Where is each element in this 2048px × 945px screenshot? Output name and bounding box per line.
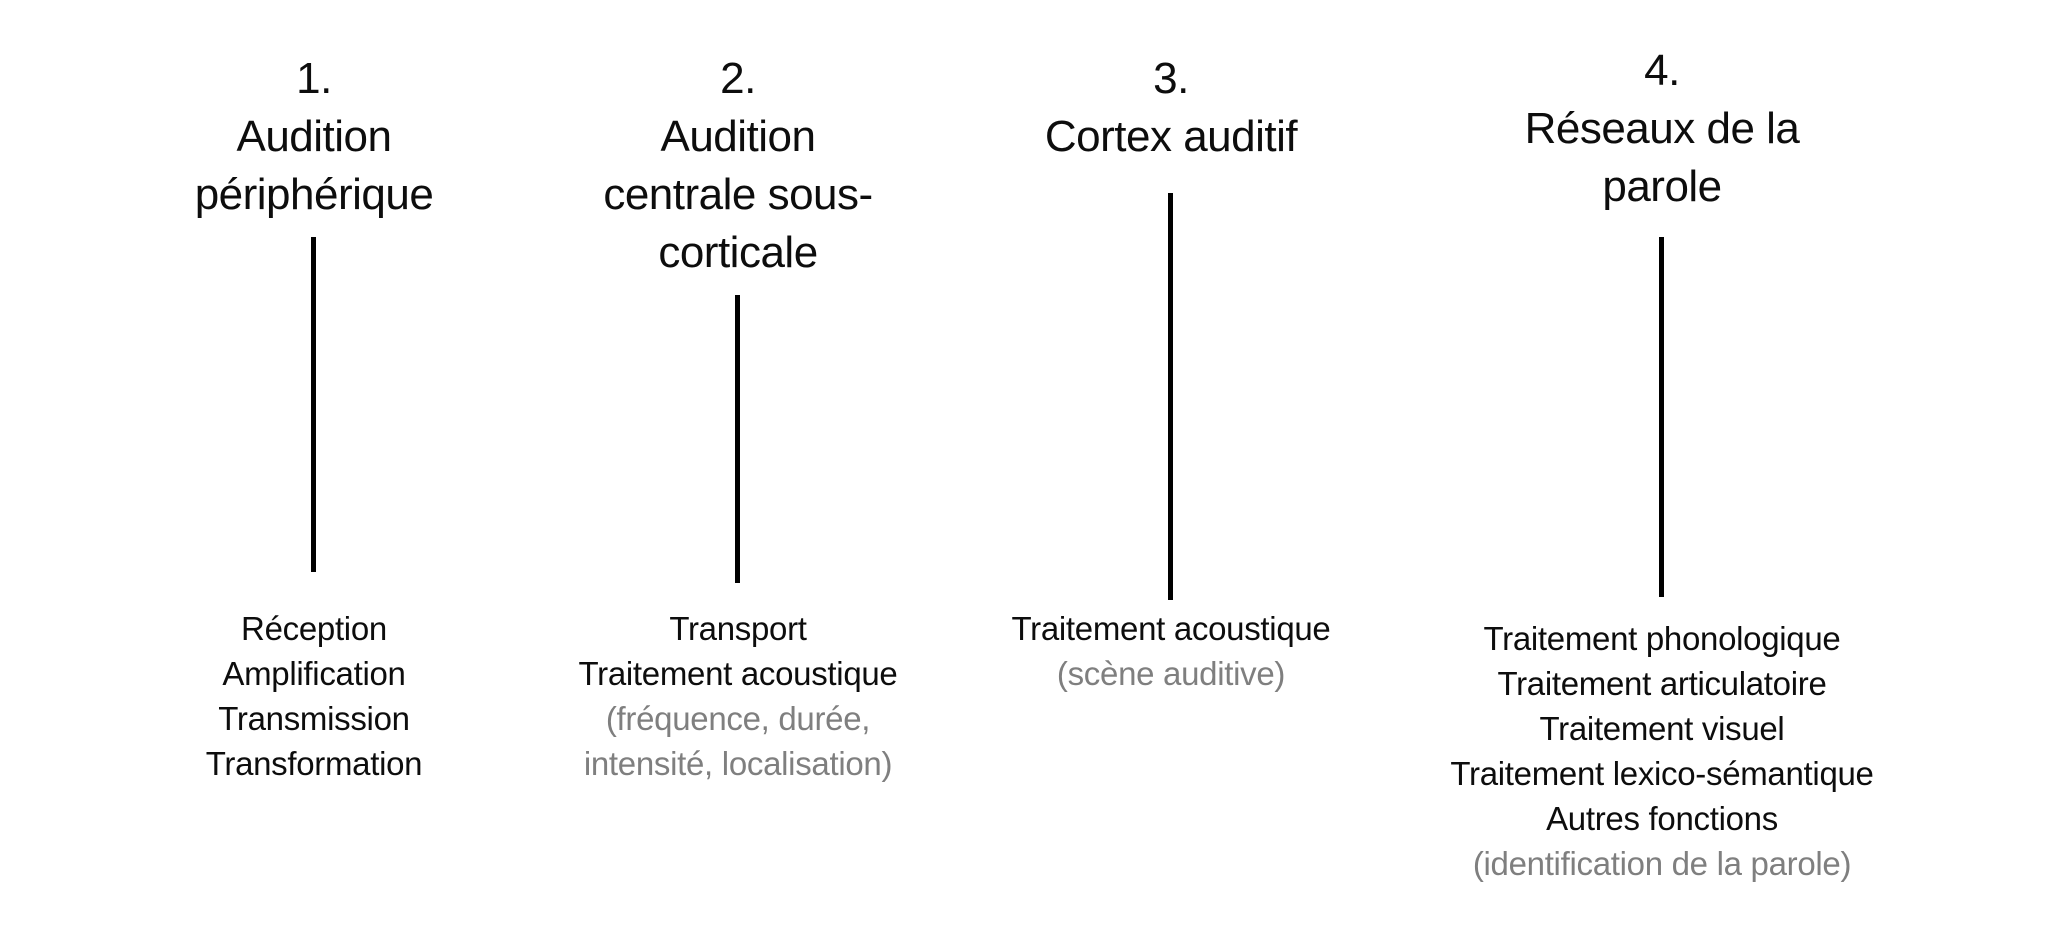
title-line: Audition — [660, 112, 816, 161]
title-line: périphérique — [194, 170, 434, 219]
connector-line — [1168, 193, 1173, 600]
stage-item: Traitement articulatoire — [1497, 665, 1827, 702]
column-title: 1. Audition périphérique — [84, 50, 544, 224]
title-line: corticale — [658, 228, 818, 277]
title-line: centrale sous- — [603, 170, 873, 219]
column-reseaux-de-la-parole: 4. Réseaux de la parole Traitement phono… — [1412, 0, 1912, 945]
stage-item: Traitement acoustique — [1011, 610, 1331, 647]
stage-item: Transformation — [205, 745, 423, 782]
connector-line — [1659, 237, 1664, 597]
stage-item: Traitement phonologique — [1483, 620, 1841, 657]
stage-item: Autres fonctions — [1546, 800, 1778, 837]
column-items: Traitement phonologique Traitement artic… — [1412, 616, 1912, 886]
column-audition-centrale-sous-corticale: 2. Audition centrale sous- corticale Tra… — [508, 0, 968, 945]
connector-line — [311, 237, 316, 572]
stage-item-note: intensité, localisation) — [583, 745, 893, 782]
connector-line — [735, 295, 740, 583]
title-line: 1. — [296, 54, 332, 103]
column-title: 2. Audition centrale sous- corticale — [508, 50, 968, 282]
column-items: Traitement acoustique (scène auditive) — [941, 606, 1401, 696]
stage-item-note: (scène auditive) — [1056, 655, 1286, 692]
stage-item: Amplification — [222, 655, 406, 692]
title-line: 2. — [720, 54, 756, 103]
column-title: 4. Réseaux de la parole — [1412, 42, 1912, 216]
stage-item: Transmission — [218, 700, 410, 737]
stage-item-note: (fréquence, durée, — [605, 700, 871, 737]
column-title: 3. Cortex auditif — [941, 50, 1401, 166]
column-cortex-auditif: 3. Cortex auditif Traitement acoustique … — [941, 0, 1401, 945]
stage-item: Traitement lexico-sémantique — [1450, 755, 1874, 792]
column-audition-peripherique: 1. Audition périphérique Réception Ampli… — [84, 0, 544, 945]
title-line: parole — [1602, 162, 1722, 211]
title-line: Audition — [236, 112, 392, 161]
title-line: Cortex auditif — [1044, 112, 1298, 161]
title-line: Réseaux de la — [1524, 104, 1800, 153]
stage-item: Réception — [241, 610, 387, 647]
stage-item: Traitement acoustique — [578, 655, 898, 692]
stage-item-note: (identification de la parole) — [1472, 845, 1852, 882]
column-items: Transport Traitement acoustique (fréquen… — [508, 606, 968, 786]
stage-item: Transport — [669, 610, 807, 647]
column-items: Réception Amplification Transmission Tra… — [84, 606, 544, 786]
title-line: 3. — [1153, 54, 1189, 103]
stage-item: Traitement visuel — [1539, 710, 1785, 747]
title-line: 4. — [1644, 46, 1680, 95]
